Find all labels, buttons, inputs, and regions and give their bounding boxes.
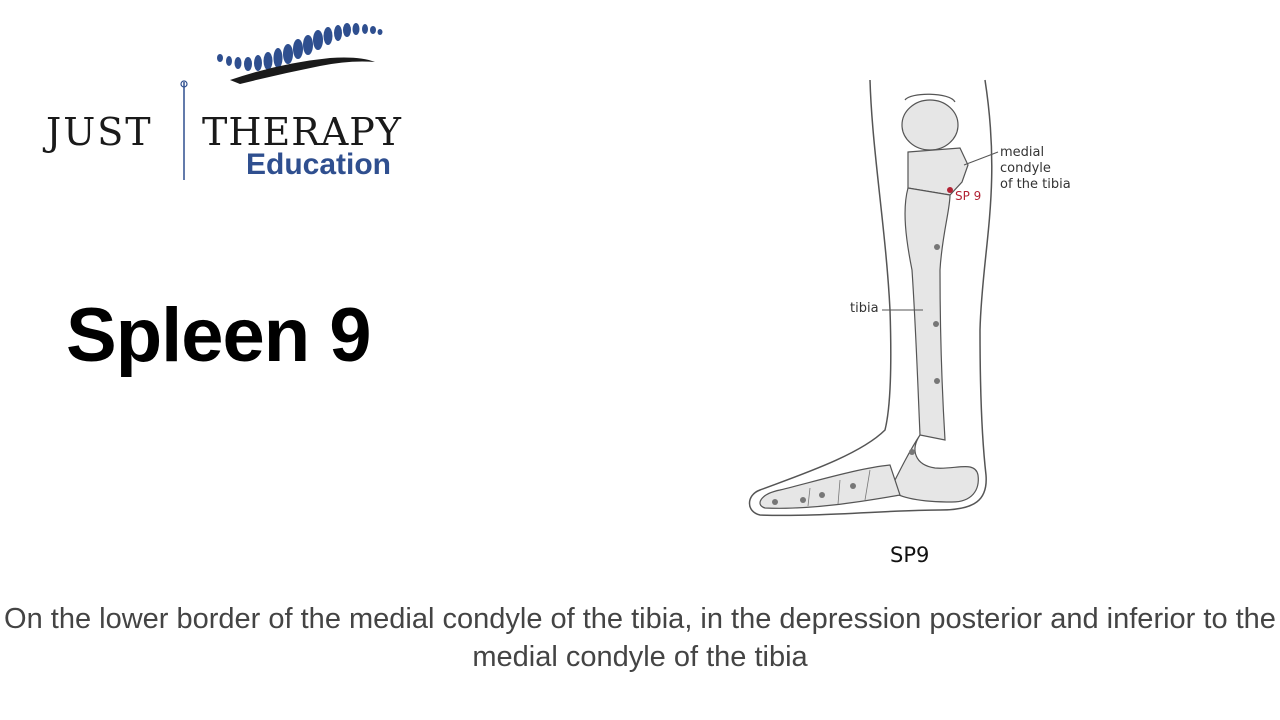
heel-bone: [889, 434, 979, 503]
label-tibia: tibia: [850, 301, 879, 316]
label-sp9: SP 9: [955, 189, 982, 203]
label-medial-condyle: medial condyle of the tibia: [1000, 145, 1071, 192]
logo-subtitle: Education: [246, 148, 392, 181]
logo: JUST THERAPY Education: [40, 18, 420, 188]
spine-logo-icon: [180, 23, 383, 180]
condyle-leader-line: [963, 151, 999, 166]
sp9-point: [947, 187, 953, 193]
logo-word-just: JUST: [46, 110, 153, 154]
page-title: Spleen 9: [66, 293, 372, 378]
point-description: On the lower border of the medial condyl…: [4, 603, 1276, 673]
patella-bone: [901, 99, 959, 151]
logo-word-therapy: THERAPY: [202, 110, 402, 154]
leg-diagram: medial condyle of the tibia SP 9 tibia S…: [740, 70, 1100, 570]
meridian-points: [772, 244, 940, 505]
leg-outline: [748, 79, 993, 517]
diagram-caption: SP9: [890, 543, 930, 567]
tibia-bone: [904, 187, 951, 441]
foot-bones: [759, 464, 901, 509]
leg-illustration: [748, 79, 999, 517]
